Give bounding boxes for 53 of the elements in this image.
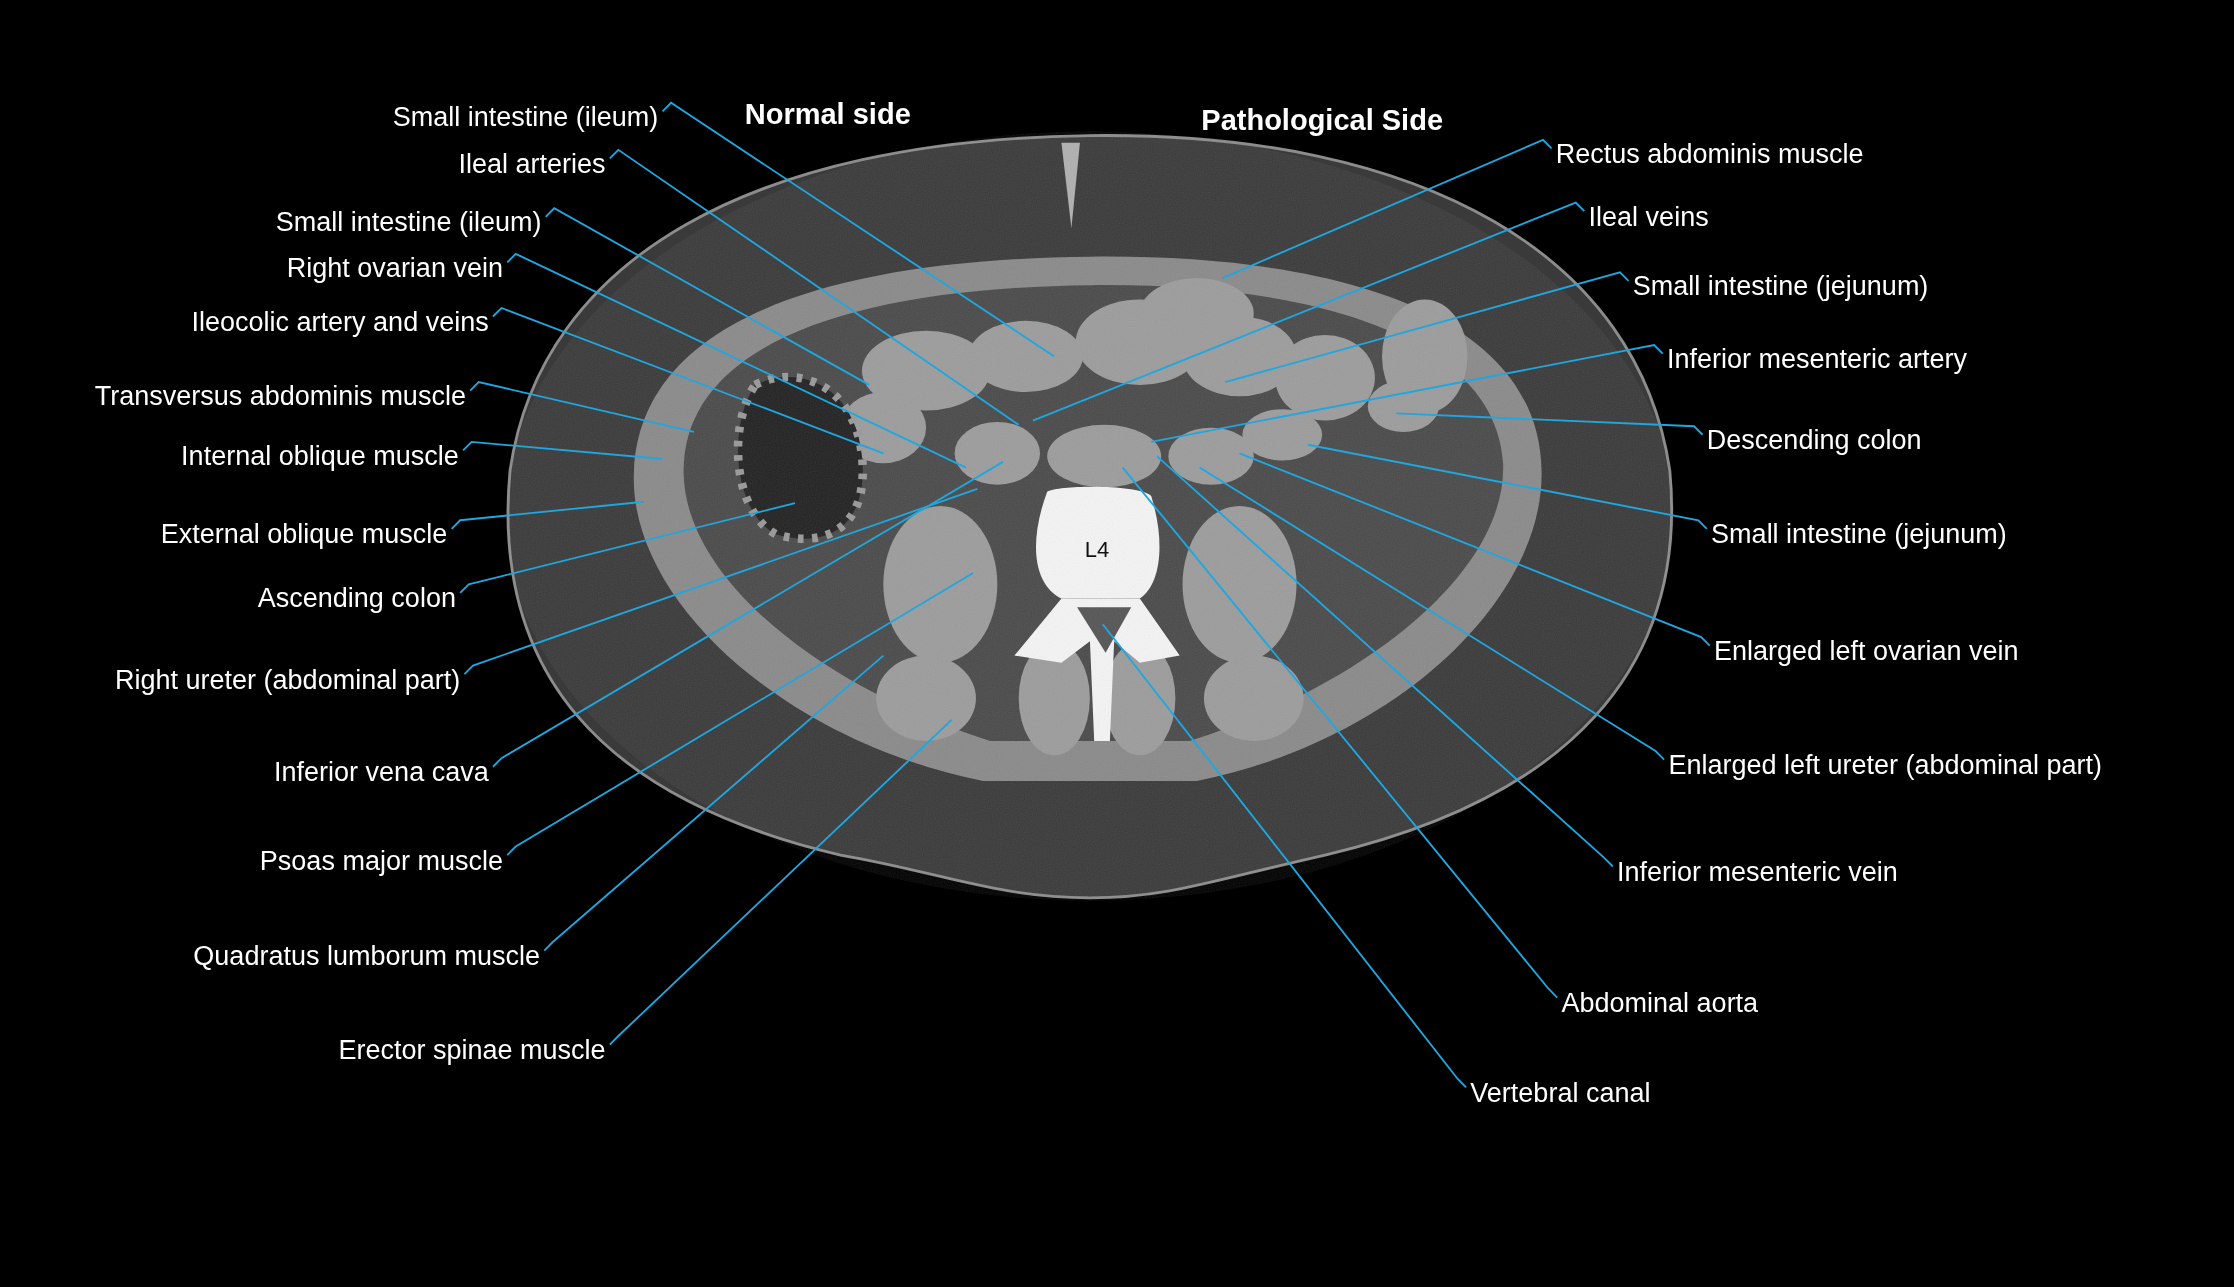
leader-line	[1307, 443, 1708, 530]
leader-line	[469, 381, 695, 433]
leader-line	[1198, 466, 1666, 761]
side-heading: Pathological Side	[1201, 102, 1443, 137]
leader-line	[1395, 412, 1704, 436]
leader-line	[543, 654, 885, 952]
structure-label: Ileocolic artery and veins	[191, 306, 489, 338]
leader-line	[661, 101, 1056, 358]
structure-label: Right ovarian vein	[286, 251, 503, 284]
structure-label: Small intestine (ileum)	[275, 206, 542, 239]
structure-label: Psoas major muscle	[259, 844, 503, 877]
leader-line	[608, 148, 1020, 426]
structure-label: Quadratus lumborum muscle	[193, 940, 540, 972]
structure-label: Small intestine (jejunum)	[1711, 518, 2007, 551]
leader-line	[544, 207, 870, 386]
leader-line	[1150, 344, 1664, 443]
leader-line	[463, 488, 979, 676]
leader-line	[506, 572, 975, 856]
structure-label: External oblique muscle	[160, 518, 448, 551]
structure-label: Right ureter (abdominal part)	[115, 663, 461, 696]
leader-line	[1032, 201, 1586, 422]
structure-label: Descending colon	[1706, 424, 1922, 457]
leader-line	[1221, 138, 1553, 279]
leader-line	[1121, 466, 1559, 999]
structure-label: Ileal arteries	[458, 147, 606, 180]
leader-line	[608, 718, 953, 1046]
structure-label: Abdominal aorta	[1561, 987, 1759, 1019]
structure-label: Inferior mesenteric vein	[1617, 855, 1898, 888]
leader-line	[1155, 455, 1614, 868]
structure-label: Transversus abdominis muscle	[94, 380, 466, 413]
structure-label: Small intestine (jejunum)	[1632, 270, 1929, 303]
structure-label: Inferior mesenteric artery	[1666, 343, 1968, 376]
structure-label: Enlarged left ovarian vein	[1713, 635, 2019, 668]
leader-line	[492, 460, 1004, 768]
structure-label: Inferior vena cava	[274, 756, 489, 789]
structure-label: Ascending colon	[257, 582, 456, 615]
structure-label: Small intestine (ileum)	[392, 100, 659, 133]
leader-line	[450, 500, 645, 530]
leader-line	[1224, 271, 1630, 383]
structure-label: Rectus abdominis muscle	[1555, 137, 1864, 170]
leader-line	[492, 306, 885, 455]
structure-label: Enlarged left ureter (abdominal part)	[1668, 749, 2103, 782]
leader-line	[1101, 623, 1467, 1089]
side-heading: Normal side	[744, 96, 911, 131]
structure-label: Erector spinae muscle	[338, 1034, 606, 1067]
structure-label: Vertebral canal	[1470, 1076, 1651, 1109]
leader-line	[459, 502, 796, 594]
leader-line	[506, 252, 967, 469]
structure-label: Ileal veins	[1588, 200, 1709, 233]
vertebra-label: L4	[1084, 535, 1110, 564]
leader-line	[1238, 452, 1711, 647]
leader-line	[462, 440, 664, 460]
structure-label: Internal oblique muscle	[181, 439, 459, 472]
